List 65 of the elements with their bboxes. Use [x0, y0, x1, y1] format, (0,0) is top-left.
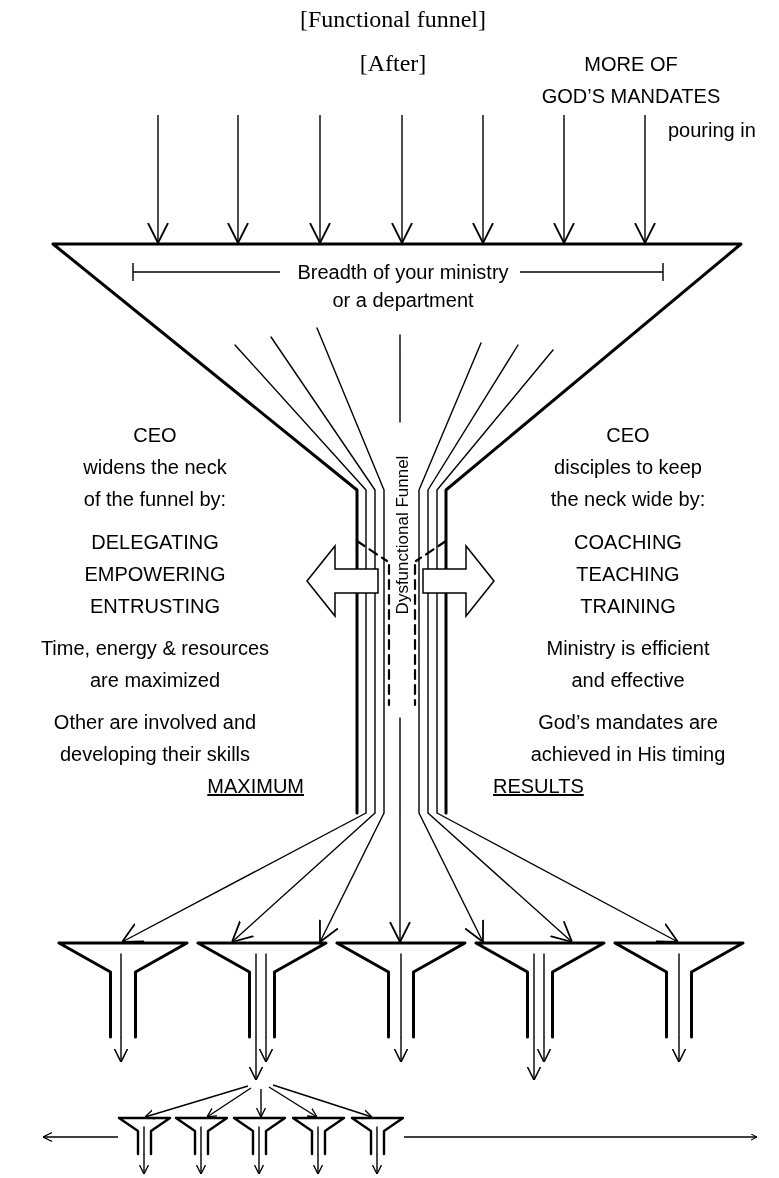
arrow	[319, 812, 385, 943]
arrow	[147, 114, 169, 244]
arrow	[138, 1153, 150, 1175]
arrow	[536, 1036, 552, 1063]
arrow	[253, 1153, 265, 1175]
arrow	[42, 1131, 119, 1143]
action-text: EMPOWERING	[83, 562, 227, 587]
action-text: TRAINING	[579, 594, 677, 619]
funnel-drawing	[58, 942, 188, 1037]
funnel-drawing	[175, 1117, 228, 1154]
funnel-drawing	[233, 1117, 286, 1154]
annotation-text: pouring in	[668, 118, 757, 143]
description-text: Time, energy & resources are maximized	[39, 636, 271, 693]
subtitle: [After]	[358, 49, 428, 78]
arrow	[312, 1153, 324, 1175]
description-text: Ministry is efficient and effective	[545, 636, 711, 693]
annotation-text: MORE OF	[583, 52, 679, 77]
funnel-drawing	[475, 942, 605, 1037]
arrow	[634, 114, 656, 244]
funnel-drawing	[118, 1117, 171, 1154]
funnel-label: Breadth of your ministry or a department	[296, 260, 510, 313]
arrow	[206, 1087, 252, 1118]
arrow	[391, 114, 413, 244]
arrow	[427, 812, 573, 943]
arrow	[418, 812, 484, 943]
funnel-drawing	[614, 942, 744, 1037]
funnel-drawing	[197, 942, 327, 1037]
funnel-drawing	[292, 1117, 345, 1154]
arrow	[113, 1036, 129, 1063]
description-text: widens the neck of the funnel by:	[82, 455, 228, 512]
result-text: RESULTS	[493, 774, 585, 799]
annotation-text: GOD’S MANDATES	[540, 84, 722, 109]
arrow	[436, 812, 679, 943]
action-text: ENTRUSTING	[89, 594, 221, 619]
arrow	[671, 1036, 687, 1063]
description-text: Other are involved and developing their skills	[52, 710, 258, 767]
arrow	[309, 114, 331, 244]
arrow	[393, 1036, 409, 1063]
action-text: COACHING	[573, 530, 683, 555]
arrow	[389, 812, 411, 943]
arrow	[553, 114, 575, 244]
description-text: God’s mandates are achieved in His timing	[529, 710, 727, 767]
arrow	[121, 812, 367, 943]
funnel-drawing	[336, 942, 466, 1037]
arrow	[258, 1036, 274, 1063]
title: [Functional funnel]	[299, 6, 487, 33]
heading-text: CEO	[605, 423, 651, 448]
arrow	[371, 1153, 383, 1175]
arrow	[403, 1133, 758, 1141]
arrow	[268, 1086, 318, 1118]
description-text: disciples to keep the neck wide by:	[549, 455, 707, 512]
arrow	[472, 114, 494, 244]
arrow	[144, 1085, 249, 1120]
arrow	[272, 1084, 373, 1120]
heading-text: CEO	[132, 423, 178, 448]
funnel-drawing	[351, 1117, 404, 1154]
arrow	[248, 1036, 264, 1081]
arrow	[195, 1153, 207, 1175]
action-text: TEACHING	[575, 562, 681, 587]
arrow	[231, 812, 376, 943]
result-text: MAXIMUM	[206, 774, 304, 799]
arrow	[255, 1088, 267, 1118]
action-text: DELEGATING	[90, 530, 220, 555]
arrow	[526, 1036, 542, 1081]
arrow	[227, 114, 249, 244]
